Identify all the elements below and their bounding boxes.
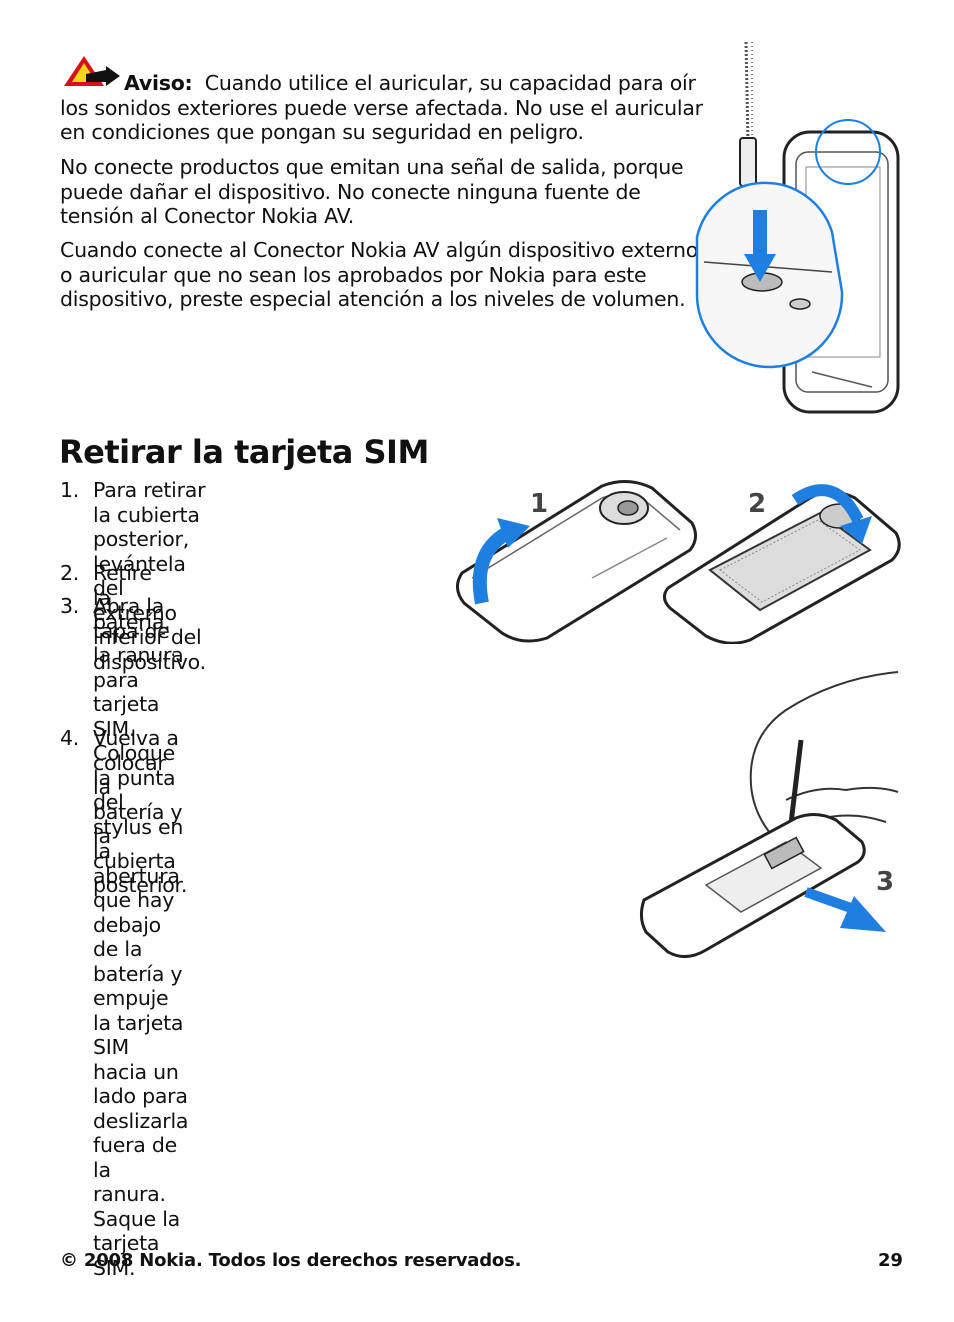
- step-3-line-4: batería y empuje la tarjeta SIM hacia un…: [93, 961, 188, 1109]
- connector-paragraph: No conecte productos que emitan una seña…: [60, 155, 684, 229]
- remove-sim-illustration: 3: [639, 671, 899, 958]
- footer-copyright: © 2008 Nokia. Todos los derechos reserva…: [60, 1250, 522, 1271]
- figure-label-3: 3: [876, 867, 894, 897]
- warning-line-2: los sonidos exteriores puede verse afect…: [60, 95, 703, 120]
- connector-line-2: puede dañar el dispositivo. No conecte n…: [60, 179, 641, 204]
- connector-line-3: tensión al Conector Nokia AV.: [60, 204, 354, 228]
- remove-battery-illustration: 2: [663, 484, 901, 644]
- step-3-line-2: SIM. Coloque la punta del stylus en la: [93, 716, 184, 864]
- connector-line-1: No conecte productos que emitan una seña…: [60, 155, 684, 179]
- step-3-number: 3.: [60, 594, 80, 618]
- volume-line-2: o auricular que no sean los aprobados po…: [60, 262, 647, 287]
- warning-line-1: Cuando utilice el auricular, su capacida…: [204, 71, 696, 95]
- step-4-line-1: Vuelva a colocar la batería y la cubiert…: [93, 726, 188, 897]
- page-number: 29: [878, 1250, 903, 1271]
- step-2-number: 2.: [60, 561, 80, 585]
- warning-line-3: en condiciones que pongan su seguridad e…: [60, 120, 584, 144]
- warning-icon: [64, 56, 120, 86]
- step-3-line-5: deslizarla fuera de la ranura. Saque la …: [93, 1108, 189, 1280]
- volume-line-3: dispositivo, preste especial atención a …: [60, 287, 686, 311]
- step-1-line-3: dispositivo.: [93, 649, 206, 674]
- step-4-number: 4.: [60, 726, 80, 750]
- figure-label-2: 2: [748, 489, 766, 519]
- warning-label: Aviso:: [124, 71, 193, 95]
- warning-paragraph: Aviso: Cuando utilice el auricular, su c…: [60, 71, 703, 145]
- step-1-line-2: levántela del extremo inferior del: [93, 551, 202, 650]
- volume-line-1: Cuando conecte al Conector Nokia AV algú…: [60, 238, 698, 262]
- section-title: Retirar la tarjeta SIM: [59, 433, 429, 471]
- step-1-line-1: Para retirar la cubierta posterior,: [93, 478, 206, 551]
- step-2-line-1: Retire la batería.: [93, 561, 171, 634]
- step-3-line-3: abertura que hay debajo de la: [93, 863, 180, 962]
- remove-cover-illustration: 1: [456, 480, 697, 643]
- step-1-number: 1.: [60, 478, 80, 502]
- headset-connector-illustration: [695, 42, 900, 414]
- step-3-line-1: Abra la tapa de la ranura para tarjeta: [93, 594, 184, 716]
- volume-paragraph: Cuando conecte al Conector Nokia AV algú…: [60, 238, 698, 312]
- figure-label-1: 1: [530, 489, 548, 519]
